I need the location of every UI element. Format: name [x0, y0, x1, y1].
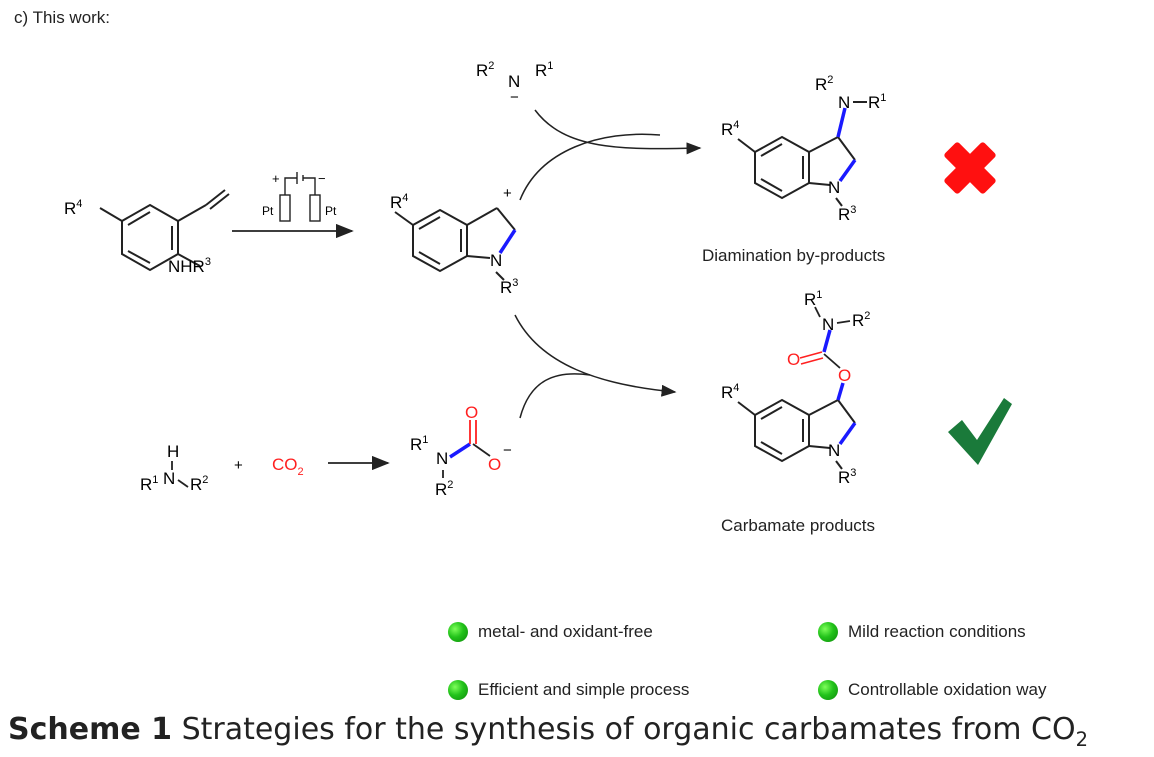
co2-label: CO2 [272, 455, 304, 478]
pt-anode-label: Pt [262, 204, 274, 218]
amine-r2-label: R2 [190, 474, 208, 494]
diamination-product [737, 135, 856, 200]
electrolysis-cell-icon [279, 172, 321, 222]
curved-arrow-amine-addition [534, 109, 702, 155]
prod-r1-label: R1 [804, 289, 822, 309]
feature-item: Efficient and simple process [448, 680, 689, 700]
feature-label: metal- and oxidant-free [478, 622, 653, 641]
diam-n2-label: N [828, 178, 840, 197]
pt-cathode-label: Pt [325, 204, 337, 218]
feature-label: Controllable oxidation way [848, 680, 1047, 699]
blue-bond [838, 158, 857, 183]
amide-r2-label: R2 [476, 60, 494, 80]
cross-icon [944, 142, 996, 194]
feature-label: Efficient and simple process [478, 680, 690, 699]
scheme-description: Strategies for the synthesis of organic … [172, 712, 1076, 747]
scheme-subscript: 2 [1075, 728, 1089, 751]
green-dot-icon [448, 622, 468, 642]
amine-h-label: H [167, 442, 179, 461]
cation-r4-label: R4 [390, 192, 408, 212]
carb-o-anion-label: O [488, 455, 501, 474]
indoline-cation [394, 207, 516, 273]
feature-item: Controllable oxidation way [818, 680, 1046, 700]
prod-n-ring-label: N [828, 441, 840, 460]
amine-r1-label: R1 [140, 474, 158, 494]
blue-bond [822, 329, 832, 353]
diam-r4-label: R4 [721, 119, 739, 139]
carb-r2-label: R2 [435, 479, 453, 499]
diamination-caption: Diamination by-products [702, 246, 886, 265]
carbamate-product [737, 398, 856, 463]
cation-n-label: N [490, 251, 502, 270]
cation-charge: + [503, 185, 512, 202]
green-dot-icon [818, 680, 838, 700]
cation-r3-label: R3 [500, 277, 518, 297]
carb-charge: − [503, 442, 512, 459]
plus-operator: + [234, 457, 243, 474]
check-icon [948, 398, 1012, 465]
prod-o-ester-label: O [838, 366, 851, 385]
scheme-caption: Scheme 1 Strategies for the synthesis of… [8, 712, 1088, 751]
carb-r1-label: R1 [410, 434, 428, 454]
amide-n-label: N [508, 72, 520, 91]
blue-bond [838, 421, 857, 446]
feature-item: Mild reaction conditions [818, 622, 1026, 642]
nhr3-label: NHR3 [168, 256, 211, 276]
diam-n1-label: N [838, 93, 850, 112]
green-dot-icon [448, 680, 468, 700]
plus-sign: + [272, 171, 280, 186]
blue-bond [836, 382, 845, 401]
starting-material [99, 189, 230, 272]
carb-n-label: N [436, 449, 448, 468]
amide-charge: − [510, 89, 519, 106]
amide-r1-label: R1 [535, 60, 553, 80]
carbamate-caption: Carbamate products [721, 516, 876, 535]
amine-n-label: N [163, 469, 175, 488]
curved-arrow-cation-top [519, 133, 661, 201]
diam-r3-label: R3 [838, 204, 856, 224]
curved-arrow-carbamate-attack [519, 373, 591, 419]
minus-sign: − [318, 171, 326, 186]
prod-o-carbonyl-label: O [787, 350, 800, 369]
prod-r3-label: R3 [838, 467, 856, 487]
r4-label: R4 [64, 198, 82, 218]
scheme-number: Scheme 1 [8, 712, 173, 747]
panel-label: c) This work: [14, 8, 111, 27]
feature-label: Mild reaction conditions [848, 622, 1026, 641]
diam-r1-label: R1 [868, 92, 886, 112]
blue-bond [836, 107, 847, 138]
prod-n-amide-label: N [822, 315, 834, 334]
curved-arrow-cation-bottom [514, 314, 677, 397]
prod-r4-label: R4 [721, 382, 739, 402]
feature-item: metal- and oxidant-free [448, 622, 653, 642]
blue-bond [498, 229, 517, 254]
blue-bond [449, 442, 471, 459]
carb-o-double-label: O [465, 403, 478, 422]
green-dot-icon [818, 622, 838, 642]
prod-r2-label: R2 [852, 310, 870, 330]
diam-r2-label: R2 [815, 74, 833, 94]
